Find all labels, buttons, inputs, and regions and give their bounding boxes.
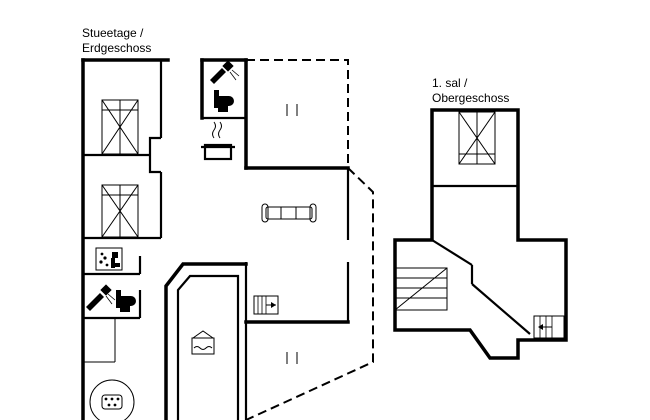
shower-icon: [86, 284, 116, 311]
ground-floor-label-line2: Erdgeschoss: [82, 41, 152, 55]
stairs-icon: [253, 295, 279, 315]
bed-icon: [101, 184, 139, 238]
pool-icon: [191, 330, 215, 355]
toilet-icon: [116, 290, 136, 312]
upper-floor-label-line2: Obergeschoss: [432, 91, 510, 105]
stairs-icon: [533, 315, 565, 339]
sofa-icon: [261, 203, 317, 223]
bed-icon: [101, 99, 139, 155]
ground-floor-label: Stueetage / Erdgeschoss: [82, 26, 151, 56]
toilet-icon: [214, 90, 234, 112]
upper-floor-plan: [393, 108, 568, 360]
whirlpool-icon: [89, 379, 135, 420]
window-mark: [286, 352, 298, 364]
stairwell-icon: [394, 267, 448, 311]
ground-floor-label-line1: Stueetage /: [82, 26, 144, 40]
kitchen-pot-icon: [201, 121, 235, 161]
upper-floor-label-line1: 1. sal /: [432, 76, 468, 90]
shower-icon: [210, 60, 240, 84]
ground-floor-plan: [81, 58, 374, 420]
sauna-icon: [95, 247, 123, 271]
window-mark: [286, 104, 298, 116]
bed-icon: [458, 111, 496, 165]
upper-floor-label: 1. sal / Obergeschoss: [432, 76, 509, 106]
